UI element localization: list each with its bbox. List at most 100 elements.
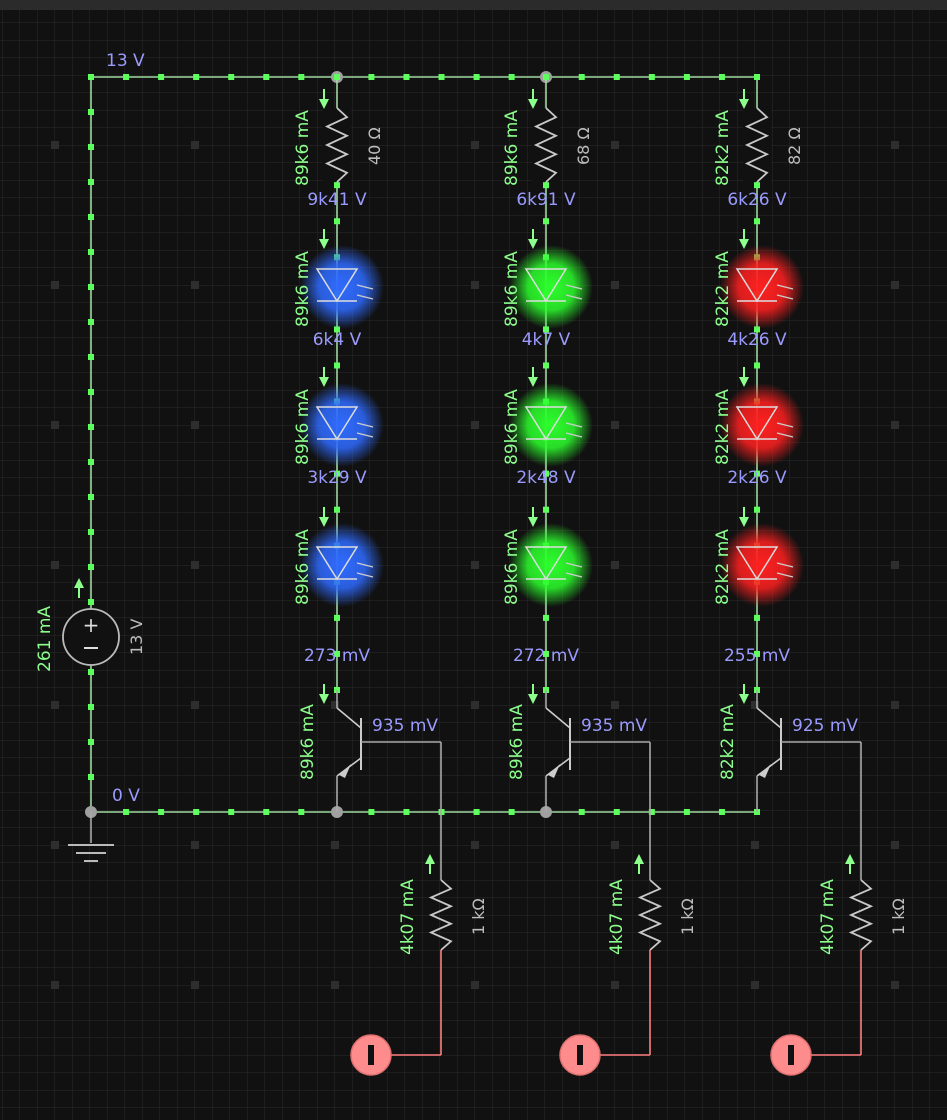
current-dot [403, 74, 410, 80]
grid-anchor [891, 701, 899, 709]
base-resistor-value-label: 1 kΩ [469, 898, 488, 935]
base-voltage-label: 935 mV [581, 716, 647, 736]
current-dot [88, 704, 94, 710]
grid-anchor [471, 841, 479, 849]
grid-anchor [891, 141, 899, 149]
base-resistor-value-label: 1 kΩ [889, 898, 908, 935]
led-current-label: 82k2 mA [713, 251, 733, 327]
led-icon[interactable] [524, 406, 568, 441]
current-dot [88, 179, 94, 185]
current-dot [334, 326, 340, 333]
current-dot [334, 362, 340, 369]
current-dot [754, 362, 760, 369]
current-dot [543, 470, 549, 477]
transistor-current-label: 82k2 mA [718, 704, 738, 780]
current-dot [613, 809, 620, 815]
resistor-current-label: 82k2 mA [713, 110, 733, 186]
base-resistor[interactable] [428, 879, 454, 951]
grid-anchor [471, 141, 479, 149]
led-icon[interactable] [524, 268, 568, 303]
current-dot [754, 470, 760, 477]
led-icon[interactable] [735, 546, 779, 581]
grid-anchor [191, 701, 199, 709]
current-dot [158, 74, 165, 80]
led-glow [300, 523, 384, 607]
transistor-current-label: 89k6 mA [298, 704, 318, 780]
current-arrow-icon [739, 377, 749, 387]
current-dot [543, 506, 549, 513]
led-icon[interactable] [735, 268, 779, 303]
input-pin-icon [577, 1045, 583, 1065]
transistor-current-label: 89k6 mA [507, 704, 527, 780]
led-icon[interactable] [735, 406, 779, 441]
current-dot [334, 218, 340, 225]
grid-anchor [51, 561, 59, 569]
series-resistor[interactable] [324, 107, 350, 183]
grid-anchor [891, 841, 899, 849]
current-arrow-icon [739, 99, 749, 109]
voltage-source-icon[interactable] [62, 608, 120, 666]
grid-anchor [51, 841, 59, 849]
current-arrow-icon [528, 377, 538, 387]
grid-anchor [611, 701, 619, 709]
led-icon[interactable] [315, 268, 359, 303]
current-dot [334, 470, 340, 477]
current-dot [334, 650, 340, 657]
current-dot [88, 249, 94, 255]
current-dot [508, 809, 515, 815]
series-resistor[interactable] [744, 107, 770, 183]
transistor-collector [756, 707, 782, 729]
grid-anchor [611, 981, 619, 989]
led-current-label: 82k2 mA [713, 529, 733, 605]
current-dot [88, 144, 94, 150]
series-resistor[interactable] [533, 107, 559, 183]
grid-anchor [191, 141, 199, 149]
current-dot [543, 326, 549, 333]
grid-anchor [191, 981, 199, 989]
current-dot [88, 214, 94, 220]
resistor-value-label: 82 Ω [785, 127, 804, 165]
current-arrow-icon [319, 694, 329, 704]
grid-anchor [611, 841, 619, 849]
current-dot [543, 218, 549, 225]
current-dot [88, 599, 94, 605]
led-icon[interactable] [524, 546, 568, 581]
node-voltage-label: 4k7 V [522, 330, 571, 350]
current-arrow-icon [739, 239, 749, 249]
transistor-collector [545, 707, 571, 729]
led-current-label: 89k6 mA [502, 251, 522, 327]
grid-anchor [471, 701, 479, 709]
source-voltage-value: 13 V [127, 619, 146, 655]
base-resistor[interactable] [637, 879, 663, 951]
led-icon[interactable] [315, 406, 359, 441]
current-dot [228, 809, 235, 815]
base-resistor-current-label: 4k07 mA [398, 879, 418, 955]
current-dot [123, 809, 130, 815]
current-dot [754, 182, 760, 189]
grid-anchor [191, 561, 199, 569]
grid-anchor [191, 841, 199, 849]
current-dot [718, 809, 725, 815]
led-icon[interactable] [315, 546, 359, 581]
current-dot [88, 319, 94, 325]
grid-anchor [751, 981, 759, 989]
current-arrow-icon [634, 854, 644, 864]
led-emission-icon [356, 284, 374, 300]
current-dot [543, 614, 549, 621]
current-dot [193, 809, 200, 815]
led-current-label: 82k2 mA [713, 389, 733, 465]
grid-anchor [611, 141, 619, 149]
grid-anchor [891, 981, 899, 989]
base-resistor[interactable] [848, 879, 874, 951]
led-emission-icon [356, 562, 374, 578]
current-dot [298, 809, 305, 815]
grid-anchor [471, 561, 479, 569]
current-arrow-icon [319, 517, 329, 527]
grid-anchor [191, 421, 199, 429]
led-glow [300, 383, 384, 467]
led-emission-icon [565, 284, 583, 300]
collector-voltage-label: 255 mV [724, 646, 790, 666]
ground-voltage-label: 0 V [112, 786, 140, 806]
led-glow [720, 383, 804, 467]
